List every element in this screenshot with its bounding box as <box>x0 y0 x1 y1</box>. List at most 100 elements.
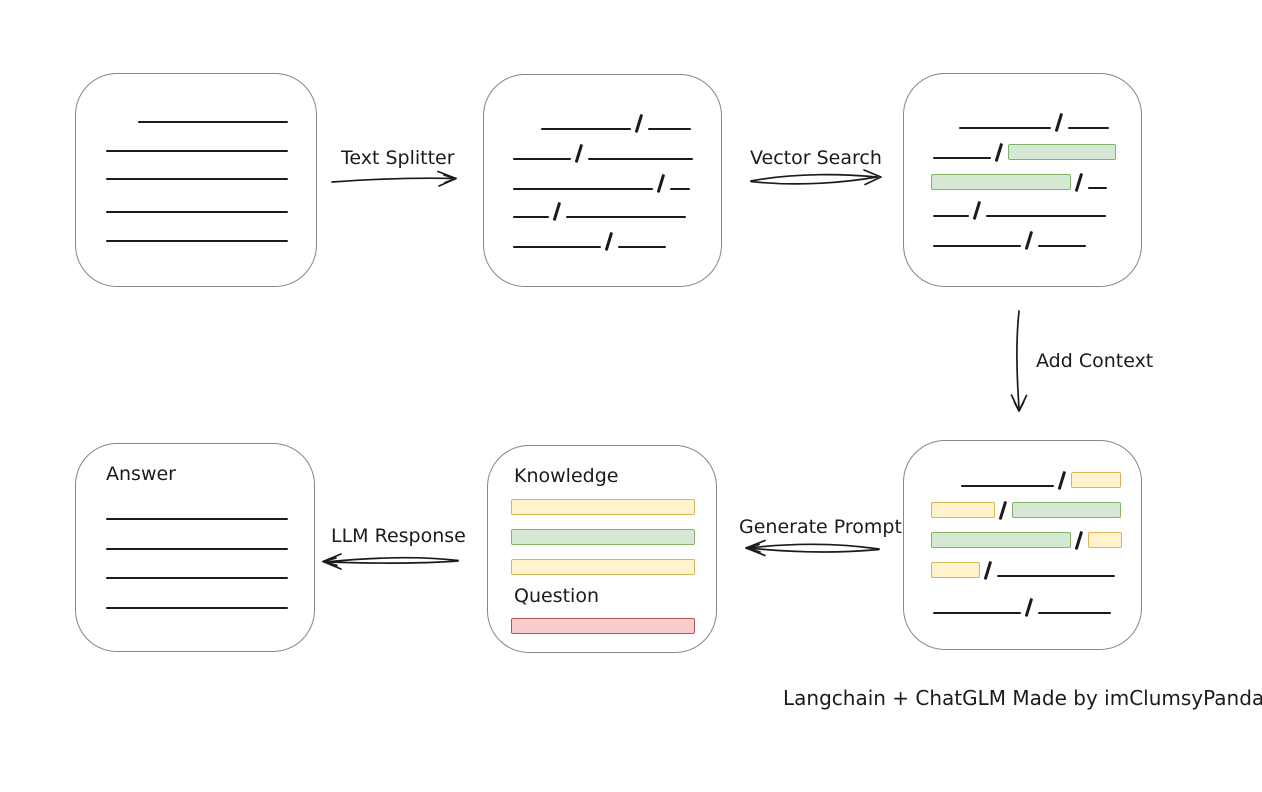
content-row <box>106 223 288 243</box>
arrow-vector-search <box>750 169 882 186</box>
node-answer: Answer <box>75 443 315 652</box>
yellow-highlight-bar <box>511 559 695 575</box>
chunk-separator <box>634 113 643 133</box>
chunk-separator <box>552 201 561 221</box>
node-split-text-chunks <box>483 74 722 287</box>
text-line <box>933 612 1021 614</box>
text-line <box>106 150 288 152</box>
chunk-separator <box>574 143 583 163</box>
arrow-label-generate-prompt: Generate Prompt <box>739 516 902 538</box>
content-row <box>513 171 690 193</box>
chunk-separator <box>1024 230 1033 250</box>
content-row <box>511 614 695 634</box>
content-row <box>931 170 1107 192</box>
text-line <box>106 577 288 579</box>
text-line <box>961 485 1054 487</box>
node-vector-matched-chunks <box>903 73 1142 287</box>
chunk-separator <box>972 200 981 220</box>
text-line <box>985 215 1106 217</box>
text-line <box>513 188 653 190</box>
content-row: Answer <box>106 464 176 485</box>
text-line <box>959 127 1051 129</box>
node-source-document <box>75 73 317 287</box>
text-line <box>647 128 691 130</box>
text-line <box>1037 245 1086 247</box>
text-line <box>617 246 666 248</box>
arrow-text-splitter <box>331 170 457 187</box>
content-row <box>931 498 1121 520</box>
yellow-highlight-bar <box>1070 472 1121 488</box>
text-line <box>106 240 288 242</box>
content-row <box>513 141 693 163</box>
text-line <box>933 215 969 217</box>
text-line <box>933 245 1021 247</box>
content-row <box>106 194 288 214</box>
yellow-highlight-bar <box>1087 532 1122 548</box>
node-context-chunks <box>903 440 1142 650</box>
arrow-label-llm-response: LLM Response <box>331 525 466 547</box>
content-row <box>933 228 1086 250</box>
text-line <box>565 216 686 218</box>
content-row <box>933 198 1106 220</box>
yellow-highlight-bar <box>511 499 695 515</box>
text-line <box>106 518 288 520</box>
text-line <box>106 607 288 609</box>
text-line <box>669 188 690 190</box>
content-row <box>106 133 288 153</box>
content-row <box>931 558 1115 580</box>
arrow-label-text-splitter: Text Splitter <box>341 147 455 169</box>
arrow-generate-prompt <box>745 539 880 557</box>
chunk-separator <box>1057 470 1066 490</box>
content-row <box>511 525 695 545</box>
content-row <box>511 555 695 575</box>
chunk-separator <box>983 560 992 580</box>
content-row: Question <box>514 586 599 607</box>
chunk-separator <box>656 173 665 193</box>
green-highlight-bar <box>931 532 1071 548</box>
content-row <box>513 199 686 221</box>
content-row <box>931 528 1122 550</box>
chunk-separator <box>604 231 613 251</box>
chunk-separator <box>1024 597 1033 617</box>
box-label: Answer <box>106 463 176 485</box>
chunk-separator <box>1054 112 1063 132</box>
chunk-separator <box>998 500 1007 520</box>
content-row <box>959 110 1109 132</box>
chunk-separator <box>1074 172 1083 192</box>
green-highlight-bar <box>1011 502 1121 518</box>
chunk-separator <box>1074 530 1083 550</box>
content-row <box>106 590 288 610</box>
content-row <box>106 560 288 580</box>
content-row <box>511 495 695 515</box>
text-line <box>541 128 631 130</box>
content-row <box>106 161 288 181</box>
text-line <box>106 178 288 180</box>
green-highlight-bar <box>511 529 695 545</box>
content-row <box>541 111 691 133</box>
box-label: Knowledge <box>514 465 619 487</box>
box-label: Question <box>514 585 599 607</box>
text-line <box>513 158 571 160</box>
content-row <box>138 104 288 124</box>
chunk-separator <box>994 142 1003 162</box>
text-line <box>996 575 1115 577</box>
yellow-highlight-bar <box>931 562 980 578</box>
text-line <box>106 548 288 550</box>
arrow-add-context <box>1010 310 1028 412</box>
text-line <box>587 158 693 160</box>
green-highlight-bar <box>931 174 1071 190</box>
text-line <box>1067 127 1109 129</box>
arrow-llm-response <box>322 553 459 570</box>
red-highlight-bar <box>511 618 695 634</box>
arrow-label-add-context: Add Context <box>1036 350 1154 372</box>
text-line <box>1037 612 1111 614</box>
text-line <box>1087 187 1107 189</box>
green-highlight-bar <box>1007 144 1116 160</box>
yellow-highlight-bar <box>931 502 995 518</box>
text-line <box>106 211 288 213</box>
content-row <box>106 501 288 521</box>
text-line <box>933 157 991 159</box>
content-row <box>933 140 1116 162</box>
